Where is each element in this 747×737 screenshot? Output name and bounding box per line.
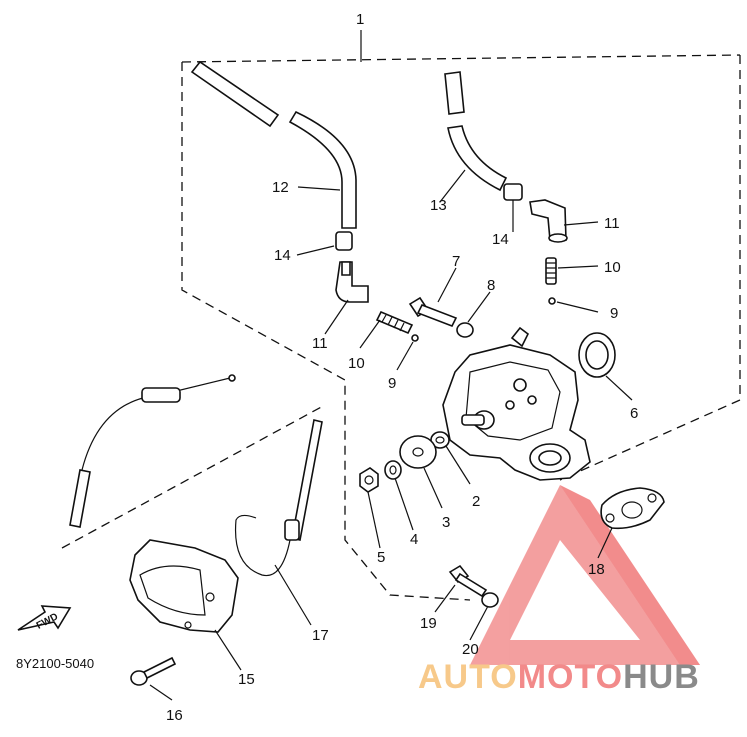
callout-9-right: 9 (610, 305, 618, 322)
watermark-moto: MOTO (518, 658, 623, 696)
part-code: 8Y2100-5040 (16, 656, 94, 671)
watermark-logo-icon (470, 485, 700, 665)
callout-4: 4 (410, 531, 418, 548)
callout-16: 16 (166, 707, 183, 724)
leader-lines (149, 169, 633, 701)
check-valve-10-left (375, 310, 414, 335)
callout-7: 7 (452, 253, 460, 270)
oil-pump-body (442, 326, 591, 481)
oil-seal-6 (578, 332, 616, 378)
watermark-text: AUTOMOTOHUB (418, 658, 700, 696)
callout-10-left: 10 (348, 355, 365, 372)
clamp-14-left (335, 231, 353, 251)
ball-9-left (411, 334, 419, 342)
callout-3: 3 (442, 514, 450, 531)
pump-cover-15 (129, 539, 239, 633)
callout-13: 13 (430, 197, 447, 214)
forward-arrow-icon: FWD (17, 605, 72, 632)
ball-9-right (548, 297, 556, 305)
callout-19: 19 (420, 615, 437, 632)
forward-arrow-label: FWD (35, 611, 60, 631)
pump-cable-left (69, 374, 236, 528)
washer-20 (481, 592, 499, 608)
callout-18: 18 (588, 561, 605, 578)
check-valve-10-right (545, 257, 557, 285)
watermark-hub: HUB (623, 658, 700, 696)
washer-4 (384, 460, 402, 480)
clamp-14-right (503, 183, 523, 201)
callout-12: 12 (272, 179, 289, 196)
callout-11-left: 11 (312, 335, 328, 352)
callout-9-left: 9 (388, 375, 396, 392)
cable-17 (234, 419, 323, 577)
elbow-fitting-11-left (335, 261, 369, 303)
screw-16 (130, 656, 177, 686)
callout-5: 5 (377, 549, 385, 566)
watermark-auto: AUTO (418, 658, 518, 696)
gasket-18 (600, 487, 665, 530)
callout-6: 6 (630, 405, 638, 422)
callout-17: 17 (312, 627, 329, 644)
cover-boundary (61, 404, 326, 549)
assembly-boundary (181, 54, 741, 601)
hose-13 (444, 71, 508, 192)
callout-14-left: 14 (274, 247, 291, 264)
hose-12 (190, 60, 357, 229)
callout-8: 8 (487, 277, 495, 294)
callout-14-right: 14 (492, 231, 509, 248)
callout-10-right: 10 (604, 259, 621, 276)
nut-5 (359, 467, 379, 493)
callout-11-right: 11 (604, 215, 620, 232)
washer-8 (456, 322, 474, 338)
gear-3 (399, 435, 437, 469)
callout-2: 2 (472, 493, 480, 510)
callout-15: 15 (238, 671, 255, 688)
elbow-fitting-11-right (529, 199, 568, 243)
bolt-19 (448, 564, 488, 598)
callout-1: 1 (356, 11, 364, 28)
callout-20: 20 (462, 641, 479, 658)
bolt-7 (408, 296, 458, 328)
